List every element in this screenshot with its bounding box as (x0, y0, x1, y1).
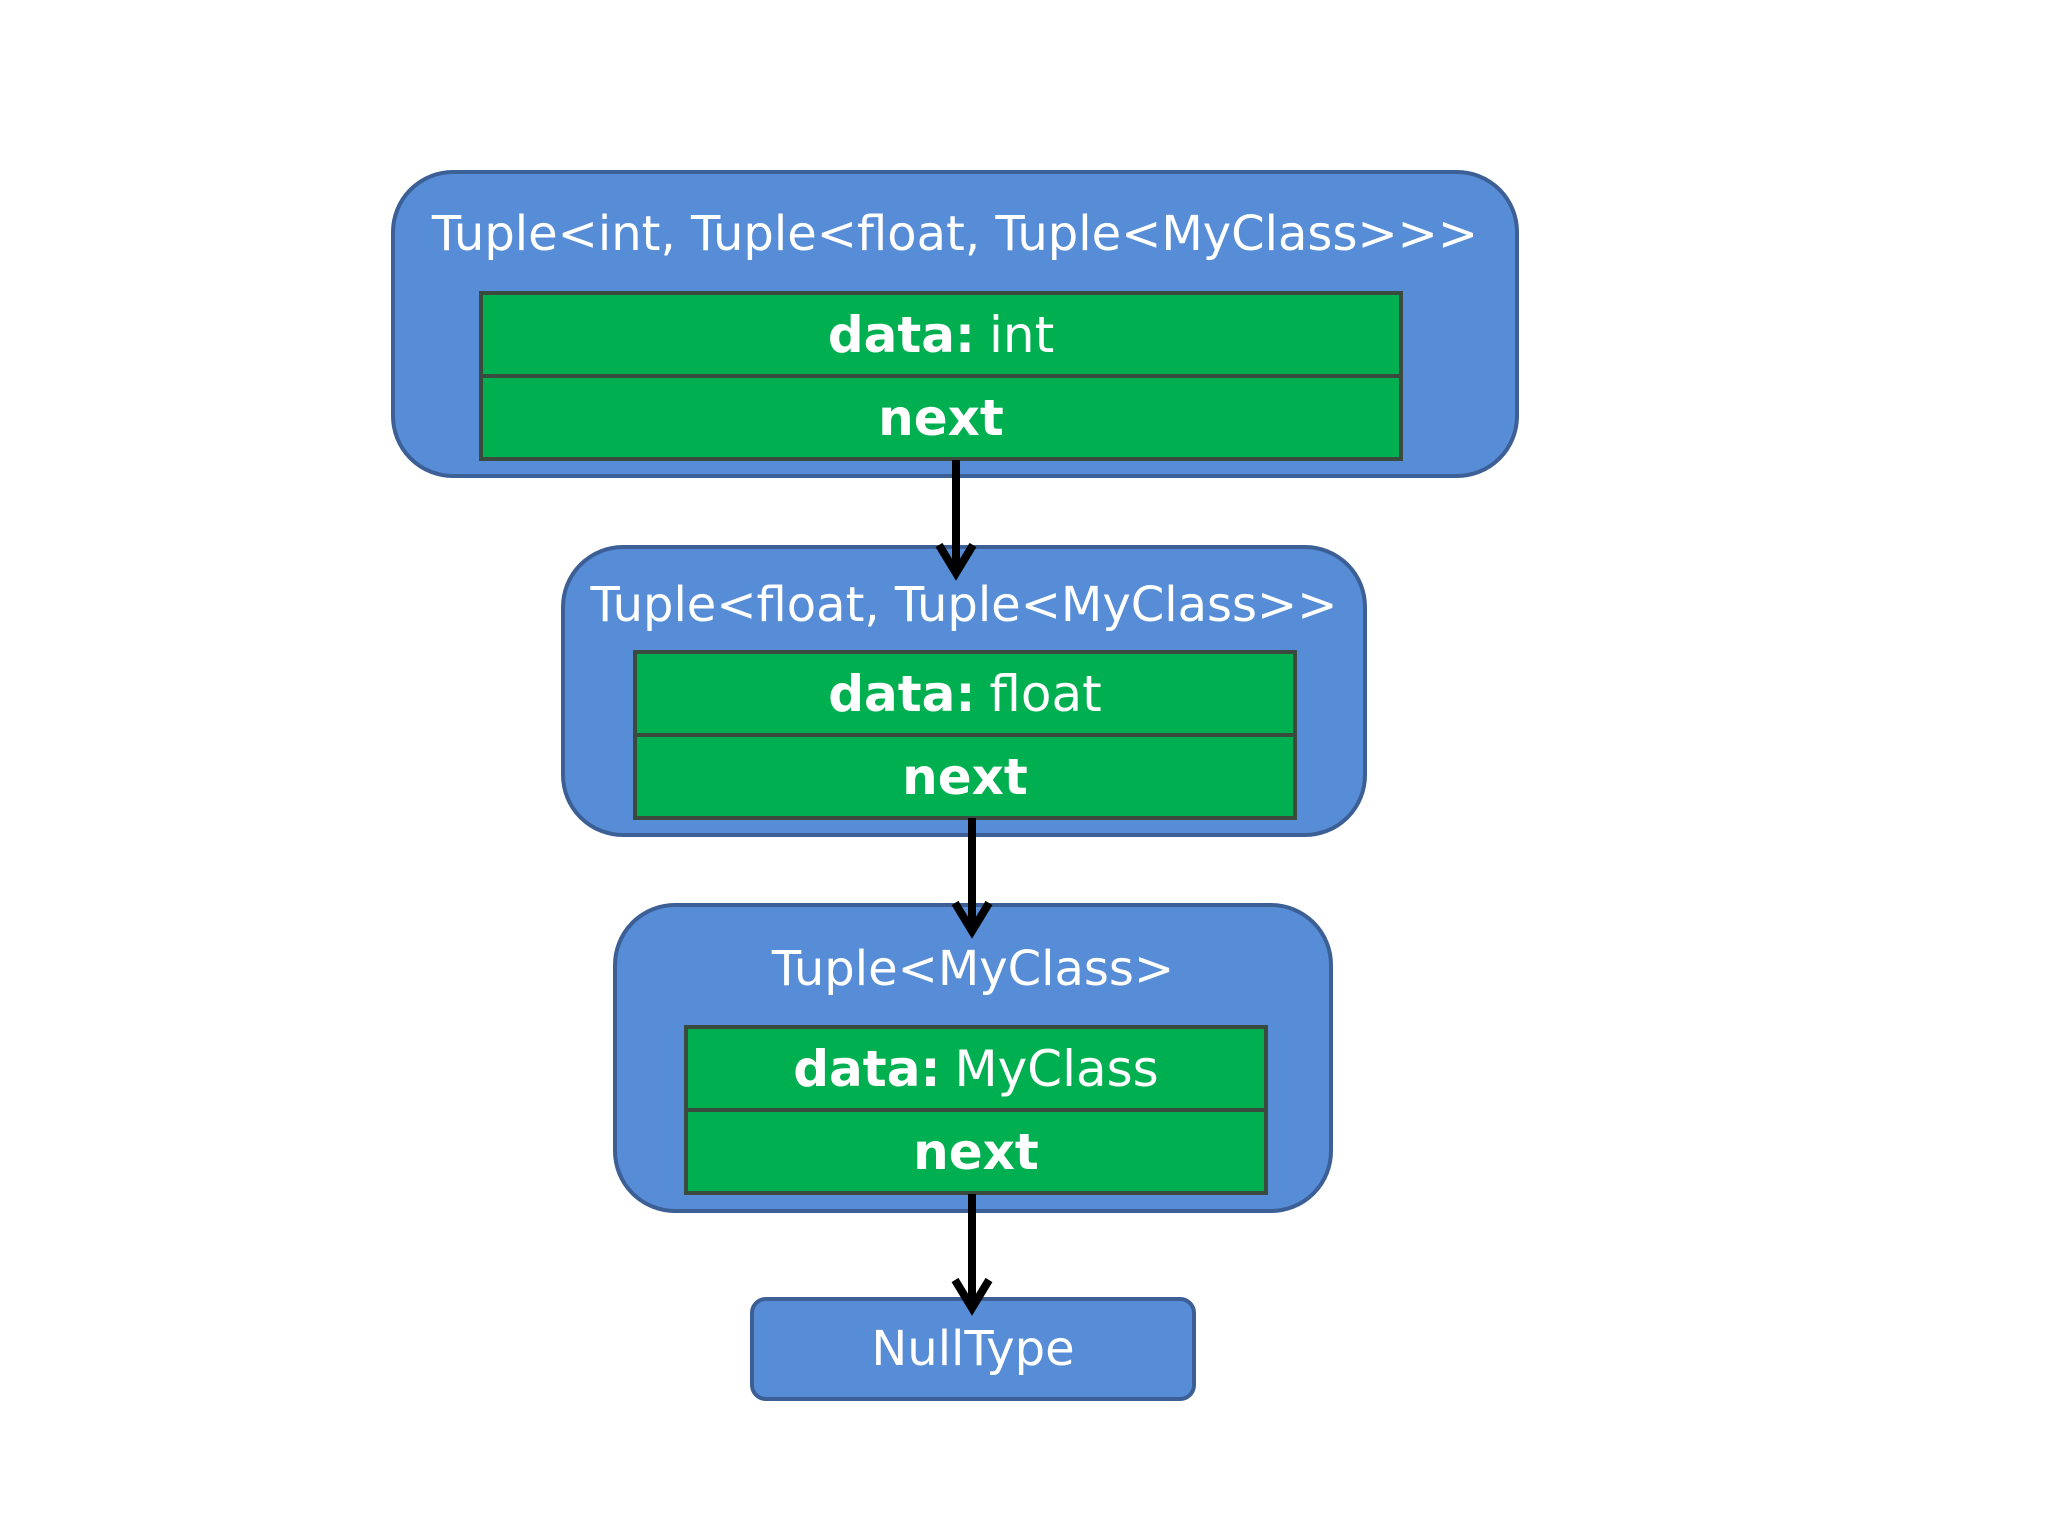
data-label: data: (827, 305, 975, 364)
arrow-next-3-to-null (951, 1194, 993, 1316)
next-field: next (479, 374, 1403, 461)
tuple-title: Tuple<float, Tuple<MyClass>> (590, 577, 1338, 633)
tuple-title: Tuple<MyClass> (771, 941, 1175, 997)
tuple-node-2: Tuple<float, Tuple<MyClass>> data: float… (561, 545, 1367, 837)
next-field: next (633, 733, 1297, 820)
arrow-next-2-to-3 (951, 818, 993, 939)
data-label: data: (828, 664, 976, 723)
tuple-node-1: Tuple<int, Tuple<float, Tuple<MyClass>>>… (391, 170, 1519, 478)
data-type: MyClass (954, 1039, 1159, 1098)
data-label: data: (793, 1039, 941, 1098)
tuple-node-3: Tuple<MyClass> data: MyClass next (613, 903, 1333, 1213)
data-type: int (988, 305, 1055, 364)
data-field: data: float (633, 650, 1297, 737)
data-type: float (989, 664, 1102, 723)
next-field: next (684, 1108, 1268, 1195)
tuple-title: Tuple<int, Tuple<float, Tuple<MyClass>>> (431, 206, 1479, 262)
arrow-next-1-to-2 (935, 460, 977, 581)
